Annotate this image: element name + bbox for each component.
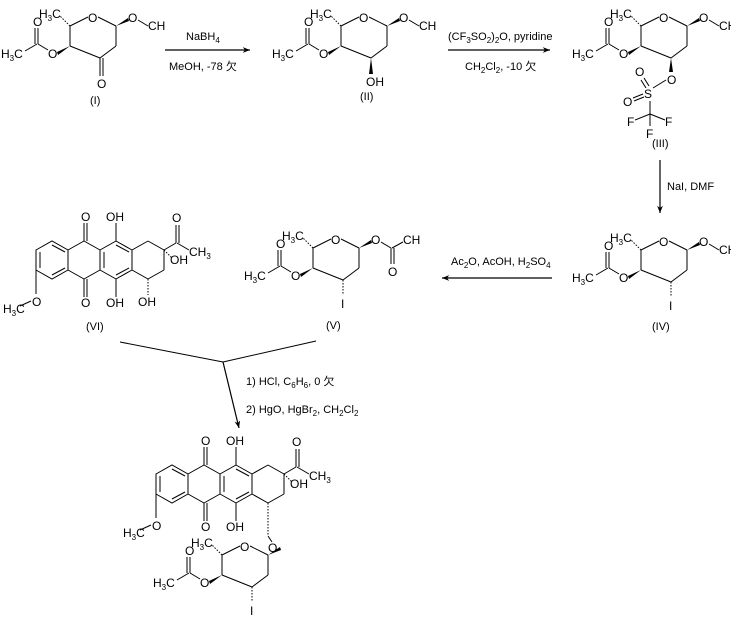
compound-V: O H3C O O CH I O O H3C bbox=[244, 229, 420, 311]
svg-text:O: O bbox=[331, 233, 340, 247]
svg-text:O: O bbox=[185, 544, 194, 558]
svg-text:H3C: H3C bbox=[3, 302, 25, 318]
compound-VI: O O OH OH O CH3 OH OH bbox=[3, 210, 211, 318]
svg-text:O: O bbox=[319, 47, 328, 61]
svg-text:O: O bbox=[200, 576, 209, 590]
svg-text:H3C: H3C bbox=[610, 231, 632, 247]
svg-text:OH: OH bbox=[170, 253, 188, 267]
svg-text:O: O bbox=[97, 77, 106, 91]
svg-text:O: O bbox=[81, 296, 90, 310]
iodine: I bbox=[669, 299, 672, 313]
arrow-to-product bbox=[222, 361, 241, 429]
svg-text:O: O bbox=[371, 233, 380, 247]
label-V: (V) bbox=[326, 320, 341, 332]
svg-text:H3C: H3C bbox=[572, 47, 594, 63]
svg-text:CH3: CH3 bbox=[189, 245, 211, 261]
svg-text:H3C: H3C bbox=[610, 7, 632, 23]
svg-text:O: O bbox=[276, 237, 285, 251]
sulfur: S bbox=[644, 87, 652, 101]
svg-text:O: O bbox=[201, 520, 210, 534]
label-VI: (VI) bbox=[86, 321, 104, 333]
product-sugar: O H3C I O O H3C bbox=[153, 536, 281, 618]
label-II: (II) bbox=[360, 91, 373, 103]
svg-text:H3C: H3C bbox=[153, 576, 175, 592]
compound-III: O H3C O CH3 O S O O F F F O O H3C bbox=[572, 7, 731, 141]
svg-text:OH: OH bbox=[226, 520, 244, 534]
svg-text:OH: OH bbox=[106, 296, 124, 310]
svg-text:OH: OH bbox=[290, 477, 308, 491]
ring-oxygen: O bbox=[88, 11, 97, 25]
convergence-line-left bbox=[119, 341, 224, 363]
svg-text:O: O bbox=[388, 265, 397, 279]
svg-text:H3C: H3C bbox=[272, 47, 294, 63]
svg-text:H3C: H3C bbox=[282, 229, 304, 245]
svg-text:O: O bbox=[172, 211, 181, 225]
svg-text:CH: CH bbox=[403, 233, 420, 247]
svg-text:O: O bbox=[201, 434, 210, 448]
svg-text:O: O bbox=[659, 11, 668, 25]
svg-text:OH: OH bbox=[138, 295, 156, 309]
svg-text:O: O bbox=[619, 47, 628, 61]
svg-text:OH: OH bbox=[226, 434, 244, 448]
reagent-hgo: 2) HgO, HgBr2, CH2Cl2 bbox=[246, 404, 359, 418]
svg-text:F: F bbox=[627, 115, 634, 129]
compound-II: O H3C O CH OH O O H3C bbox=[272, 7, 436, 89]
compound-IV: O H3C O CH3 I O O H3C bbox=[572, 231, 731, 313]
svg-text:O: O bbox=[32, 295, 41, 309]
compound-I: O H3C O CH O O O H3C bbox=[1, 7, 165, 91]
svg-text:O: O bbox=[604, 239, 613, 253]
reagent-ch2cl2-minus10: CH2Cl2, -10 欠 bbox=[465, 59, 536, 75]
svg-text:O: O bbox=[359, 11, 368, 25]
svg-text:O: O bbox=[304, 15, 313, 29]
svg-text:O: O bbox=[240, 540, 249, 554]
svg-text:H3C: H3C bbox=[310, 7, 332, 23]
reagent-tf2o: (CF3SO2)2O, pyridine bbox=[448, 31, 552, 45]
acetyl-methyl: H3C bbox=[1, 47, 23, 63]
svg-text:O: O bbox=[635, 65, 644, 79]
svg-text:CH: CH bbox=[148, 19, 165, 33]
svg-text:O: O bbox=[292, 435, 301, 449]
svg-text:CH3: CH3 bbox=[719, 243, 731, 259]
svg-text:O: O bbox=[48, 47, 57, 61]
svg-text:H3C: H3C bbox=[572, 271, 594, 287]
svg-text:O: O bbox=[699, 11, 708, 25]
label-III: (III) bbox=[652, 138, 669, 150]
svg-text:O: O bbox=[81, 210, 90, 224]
reagent-nai-dmf: NaI, DMF bbox=[667, 181, 714, 193]
svg-text:H3C: H3C bbox=[191, 536, 213, 552]
svg-text:I: I bbox=[341, 297, 344, 311]
svg-text:O: O bbox=[659, 235, 668, 249]
svg-text:O: O bbox=[291, 269, 300, 283]
svg-text:O: O bbox=[128, 11, 137, 25]
compound-product: O O OH OH O CH3 OH O H3C O bbox=[123, 434, 331, 555]
reagent-nabh4: NaBH4 bbox=[186, 31, 220, 45]
svg-text:O: O bbox=[699, 235, 708, 249]
svg-text:CH3: CH3 bbox=[719, 19, 731, 35]
reagent-hcl: 1) HCl, C6H6, 0 欠 bbox=[246, 374, 334, 390]
svg-text:I: I bbox=[250, 604, 253, 618]
svg-text:O: O bbox=[152, 519, 161, 533]
label-I: (I) bbox=[90, 95, 100, 107]
label-IV: (IV) bbox=[652, 321, 670, 333]
svg-text:F: F bbox=[646, 127, 653, 141]
reagent-ac2o: Ac2O, AcOH, H2SO4 bbox=[451, 256, 551, 270]
svg-text:O: O bbox=[33, 15, 42, 29]
svg-text:O: O bbox=[667, 73, 676, 87]
svg-text:H3C: H3C bbox=[123, 526, 145, 542]
svg-text:F: F bbox=[665, 115, 672, 129]
svg-text:CH3: CH3 bbox=[309, 469, 331, 485]
methyl-label: H3C bbox=[39, 7, 61, 23]
convergence-line-right bbox=[222, 340, 317, 363]
svg-text:O: O bbox=[268, 541, 277, 555]
svg-text:O: O bbox=[623, 95, 632, 109]
svg-text:O: O bbox=[399, 11, 408, 25]
svg-text:OH: OH bbox=[106, 210, 124, 224]
svg-text:O: O bbox=[619, 271, 628, 285]
svg-text:CH: CH bbox=[419, 19, 436, 33]
hydroxyl: OH bbox=[366, 75, 384, 89]
reagent-meoh: MeOH, -78 欠 bbox=[169, 59, 237, 73]
svg-text:H3C: H3C bbox=[244, 269, 266, 285]
svg-text:O: O bbox=[604, 15, 613, 29]
